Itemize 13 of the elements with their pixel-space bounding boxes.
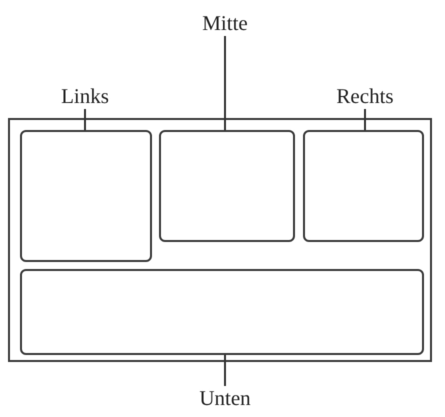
panel-box [20,269,424,355]
part-label: Unten [199,388,251,409]
panel-box [20,130,152,262]
part-label: Links [61,86,109,107]
leader-line [84,109,86,130]
frame-box [8,118,432,362]
part-label: Rechts [336,86,394,107]
panel-box [159,130,295,242]
part-label: Mitte [202,13,248,34]
leader-line [364,109,366,130]
panel-box [303,130,424,242]
leader-line [224,36,226,130]
leader-line [224,355,226,386]
